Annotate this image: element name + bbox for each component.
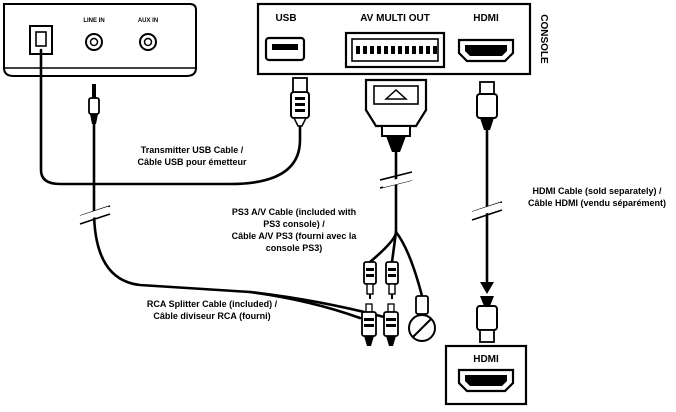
usb-plug-grip-1 bbox=[295, 97, 305, 100]
console-av-label: AV MULTI OUT bbox=[360, 13, 430, 24]
av-port-pin bbox=[433, 46, 437, 54]
rca-break-gap bbox=[79, 206, 111, 222]
tv-hdmi-label: HDMI bbox=[473, 354, 499, 365]
console-device: USB AV MULTI OUT HDMI CONSOLE bbox=[256, 2, 549, 76]
console-av-pins bbox=[356, 46, 437, 54]
console-label: CONSOLE bbox=[538, 14, 549, 64]
mini-plug-body bbox=[88, 97, 100, 115]
splitter-rca-plug-right bbox=[383, 303, 399, 346]
av-plug-collar bbox=[381, 125, 411, 137]
mini-plug-tip bbox=[92, 84, 96, 98]
hdmi-plug-bottom-strain bbox=[480, 296, 494, 306]
callout-usb-line-2: Câble USB pour émetteur bbox=[137, 157, 247, 167]
rca-break-2 bbox=[79, 213, 111, 225]
rca-splitter-cable bbox=[79, 84, 390, 320]
callout-rca-line-1: RCA Splitter Cable (included) / bbox=[147, 299, 278, 309]
av-rca-plug-left bbox=[363, 261, 377, 299]
rca-cable-main-a bbox=[92, 122, 362, 320]
hdmi-plug-bottom-tip bbox=[479, 329, 495, 343]
console-usb-label: USB bbox=[275, 13, 296, 24]
av-port-pin bbox=[363, 46, 367, 54]
console-hdmi-label: HDMI bbox=[473, 13, 499, 24]
console-hdmi-port-inner bbox=[465, 45, 507, 56]
av-port-pin bbox=[419, 46, 423, 54]
callout-hdmi-line-1: HDMI Cable (sold separately) / bbox=[532, 186, 662, 196]
av-port-pin bbox=[426, 46, 430, 54]
hdmi-plug-top-body bbox=[476, 93, 498, 119]
av-plug-arrow-icon bbox=[384, 88, 408, 100]
callout-av-cable: PS3 A/V Cable (included with PS3 console… bbox=[232, 207, 358, 253]
callout-av-line-3: Câble A/V PS3 (fourni avec la bbox=[232, 231, 358, 241]
callout-av-line-1: PS3 A/V Cable (included with bbox=[232, 207, 356, 217]
hdmi-break-2 bbox=[471, 209, 503, 221]
av-break-1 bbox=[379, 171, 413, 181]
usb-cable-wire bbox=[39, 48, 302, 186]
av-cable bbox=[363, 78, 436, 342]
av-port-pin bbox=[356, 46, 360, 54]
splitter-rca-plug-left bbox=[361, 303, 377, 346]
av-port-pin bbox=[377, 46, 381, 54]
av-video-plug-unused bbox=[408, 295, 436, 342]
usb-plug-grip-3 bbox=[295, 109, 305, 112]
aux-in-jack-hole bbox=[143, 37, 153, 47]
hdmi-break-gap bbox=[471, 202, 503, 218]
av-lead-right bbox=[394, 230, 424, 298]
av-lead-middle bbox=[390, 230, 398, 264]
prohibited-icon-slash bbox=[412, 318, 432, 338]
av-rca-plug-right bbox=[385, 261, 399, 299]
av-break-gap bbox=[381, 175, 413, 188]
hdmi-plug-top-tip bbox=[479, 81, 495, 95]
av-port-pin bbox=[384, 46, 388, 54]
callout-av-line-2: PS3 console) / bbox=[263, 219, 325, 229]
console-usb-port-tongue bbox=[272, 44, 298, 50]
receiver-device: LINE IN AUX IN bbox=[3, 3, 197, 77]
av-port-pin bbox=[391, 46, 395, 54]
aux-in-label: AUX IN bbox=[138, 18, 158, 24]
callout-hdmi-cable: HDMI Cable (sold separately) / Câble HDM… bbox=[528, 186, 666, 208]
callout-rca-cable: RCA Splitter Cable (included) / Câble di… bbox=[147, 299, 278, 321]
usb-plug-strain bbox=[292, 117, 308, 127]
line-in-label: LINE IN bbox=[83, 18, 104, 24]
callout-av-line-4: console PS3) bbox=[266, 243, 323, 253]
hdmi-arrow-icon bbox=[480, 282, 494, 294]
av-port-pin bbox=[398, 46, 402, 54]
usb-plug-head bbox=[292, 77, 308, 93]
hdmi-plug-top-strain bbox=[480, 118, 494, 130]
av-plug-strain bbox=[386, 136, 406, 152]
usb-cable bbox=[39, 48, 310, 186]
callout-usb-line-1: Transmitter USB Cable / bbox=[141, 145, 244, 155]
tv-hdmi-port-inner bbox=[465, 375, 507, 386]
receiver-usb-port-inner bbox=[35, 31, 47, 47]
line-in-jack-hole bbox=[89, 37, 99, 47]
callout-hdmi-line-2: Câble HDMI (vendu séparément) bbox=[528, 198, 666, 208]
usb-plug-grip-2 bbox=[295, 103, 305, 106]
av-port-pin bbox=[412, 46, 416, 54]
tv-device: HDMI bbox=[444, 344, 528, 406]
mini-plug-strain bbox=[90, 114, 98, 124]
callout-rca-line-2: Câble diviseur RCA (fourni) bbox=[153, 311, 270, 321]
hdmi-plug-bottom-body bbox=[476, 305, 498, 331]
av-port-pin bbox=[370, 46, 374, 54]
hdmi-cable bbox=[471, 81, 503, 343]
callout-usb-cable: Transmitter USB Cable / Câble USB pour é… bbox=[137, 145, 247, 167]
av-port-pin bbox=[405, 46, 409, 54]
